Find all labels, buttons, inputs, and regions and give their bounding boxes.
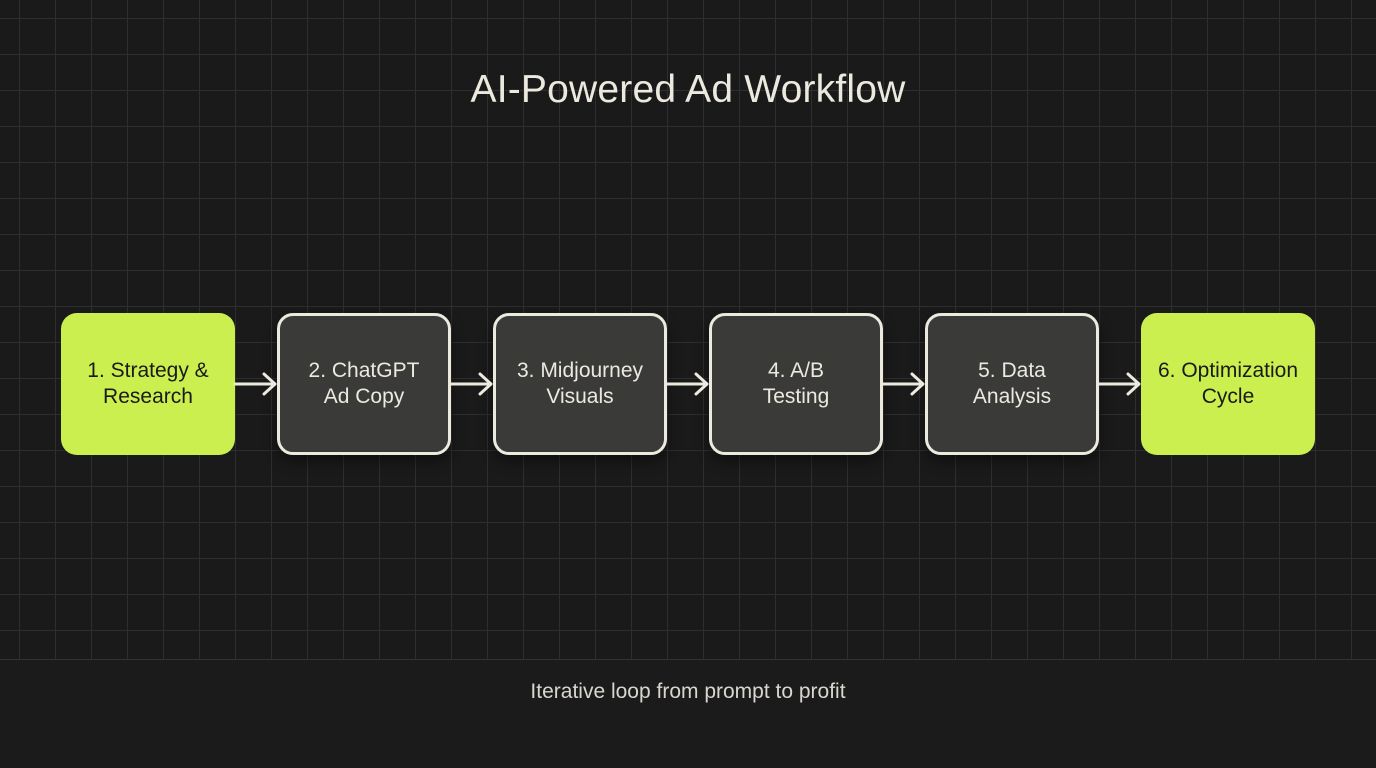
step-chatgpt-ad-copy: 2. ChatGPT Ad Copy [277,313,451,455]
arrow-5-to-6 [1097,372,1141,396]
arrow-3-to-4 [665,372,709,396]
arrow-4-to-5 [881,372,925,396]
step-midjourney-visuals: 3. Midjourney Visuals [493,313,667,455]
arrow-2-to-3 [449,372,493,396]
arrow-1-to-2 [233,372,277,396]
step-label: 2. ChatGPT Ad Copy [308,359,420,408]
step-label: 3. Midjourney Visuals [516,359,644,408]
step-label: 1. Strategy & Research [87,359,209,408]
step-label: 4. A/B Testing [762,359,830,408]
step-strategy-research: 1. Strategy & Research [61,313,235,455]
step-label: 6. Optimization Cycle [1157,359,1299,408]
step-ab-testing: 4. A/B Testing [709,313,883,455]
step-data-analysis: 5. Data Analysis [925,313,1099,455]
step-optimization-cycle: 6. Optimization Cycle [1141,313,1315,455]
step-label: 5. Data Analysis [972,359,1052,408]
diagram-subtitle: Iterative loop from prompt to profit [530,680,846,703]
diagram-title: AI-Powered Ad Workflow [470,68,906,111]
footer-band [0,659,1376,768]
